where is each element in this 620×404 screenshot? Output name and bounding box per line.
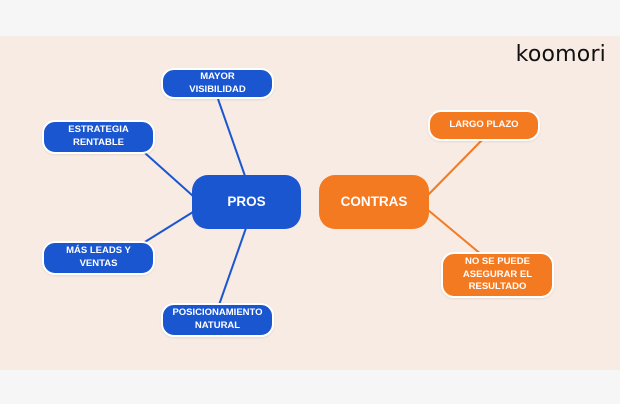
- link-pros-posicionamiento: [218, 227, 247, 306]
- link-pros-visibilidad: [217, 98, 246, 177]
- pros-item-leads: MÁS LEADS Y VENTAS: [42, 241, 155, 275]
- contras-node: CONTRAS: [319, 175, 429, 229]
- contras-item-largo-plazo: LARGO PLAZO: [428, 110, 540, 141]
- pros-item-estrategia: ESTRATEGIA RENTABLE: [42, 120, 155, 154]
- contras-item-resultado: NO SE PUEDE ASEGURAR EL RESULTADO: [441, 252, 554, 298]
- link-contras-resultado: [427, 209, 483, 256]
- diagram-canvas: [0, 36, 620, 370]
- koomori-logo: koomori: [515, 42, 606, 67]
- pros-item-posicionamiento: POSICIONAMIENTO NATURAL: [161, 303, 274, 337]
- pros-node: PROS: [192, 175, 301, 229]
- link-pros-leads: [139, 211, 194, 246]
- pros-item-visibilidad: MAYOR VISIBILIDAD: [161, 68, 274, 99]
- link-contras-largo-plazo: [427, 139, 483, 196]
